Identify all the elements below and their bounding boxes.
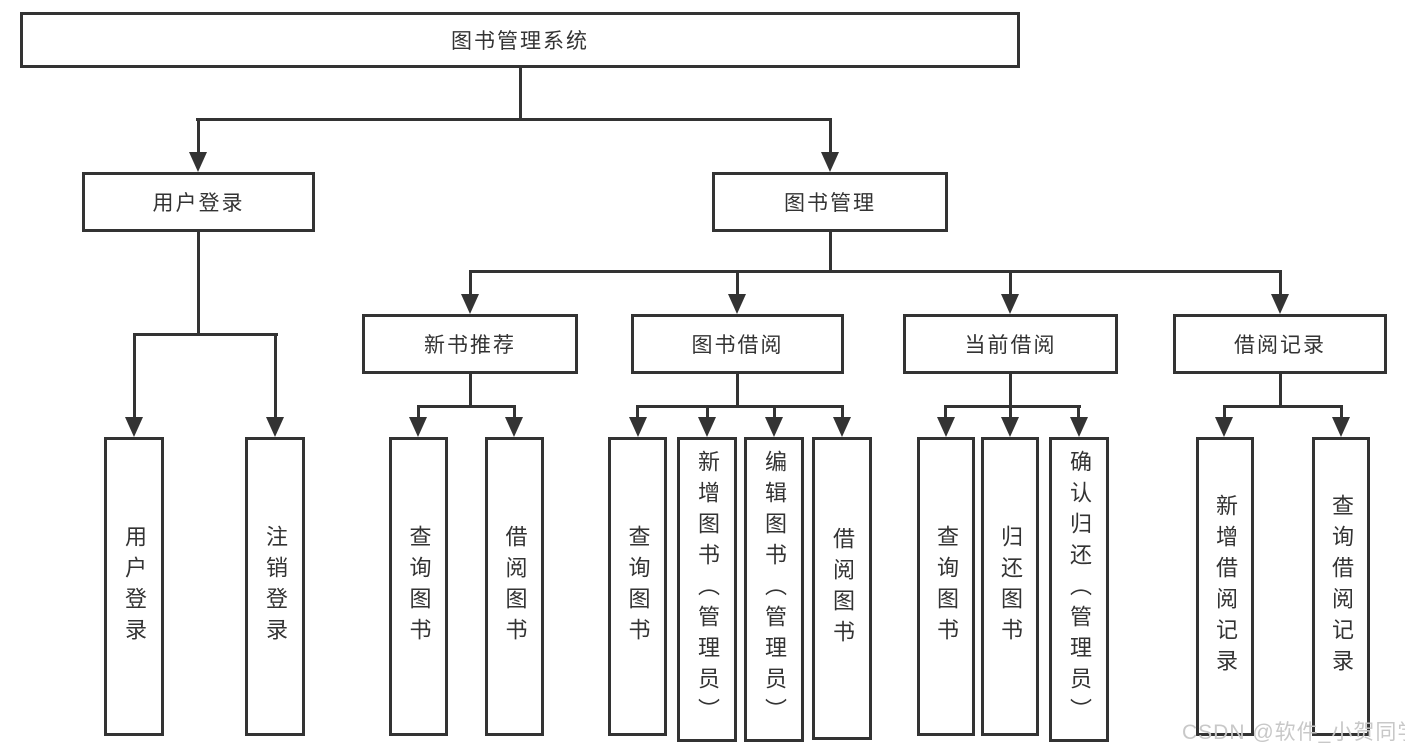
arrow-down-icon — [1001, 294, 1019, 314]
csdn-watermark: CSDN @软件_小贺同学 — [1182, 721, 1405, 744]
connector-line — [133, 333, 278, 336]
node-book-borrowing: 图书借阅 — [631, 314, 844, 374]
leaf-confirm-return-admin: 确认归还（管理员） — [1049, 437, 1109, 742]
connector-line — [197, 118, 200, 154]
leaf-add-books-admin: 新增图书（管理员） — [677, 437, 737, 742]
leaf-add-borrow-record: 新增借阅记录 — [1196, 437, 1254, 736]
connector-line — [736, 374, 739, 408]
connector-line — [706, 405, 709, 419]
connector-line — [1009, 405, 1012, 419]
connector-line — [829, 118, 832, 154]
arrow-down-icon — [1271, 294, 1289, 314]
arrow-down-icon — [505, 417, 523, 437]
arrow-down-icon — [821, 152, 839, 172]
connector-line — [773, 405, 776, 419]
leaf-user-login: 用户登录 — [104, 437, 164, 736]
arrow-down-icon — [1001, 417, 1019, 437]
arrow-down-icon — [409, 417, 427, 437]
connector-line — [736, 270, 739, 296]
connector-line — [133, 333, 136, 417]
leaf-query-borrow-record: 查询借阅记录 — [1312, 437, 1370, 736]
connector-line — [469, 270, 472, 296]
connector-line — [944, 405, 947, 419]
connector-line — [1340, 405, 1343, 419]
leaf-query-books: 查询图书 — [917, 437, 975, 736]
connector-line — [196, 118, 832, 121]
arrow-down-icon — [937, 417, 955, 437]
connector-line — [1279, 374, 1282, 408]
leaf-edit-books-admin: 编辑图书（管理员） — [744, 437, 804, 742]
connector-line — [513, 405, 516, 419]
arrow-down-icon — [698, 417, 716, 437]
connector-line — [197, 232, 200, 336]
connector-line — [417, 405, 420, 419]
node-library-management-system: 图书管理系统 — [20, 12, 1020, 68]
connector-line — [944, 405, 1081, 408]
node-borrowing-records: 借阅记录 — [1173, 314, 1387, 374]
leaf-borrow-books: 借阅图书 — [485, 437, 544, 736]
leaf-return-books: 归还图书 — [981, 437, 1039, 736]
arrow-down-icon — [833, 417, 851, 437]
leaf-query-books: 查询图书 — [608, 437, 667, 736]
connector-line — [1223, 405, 1226, 419]
connector-line — [636, 405, 844, 408]
leaf-borrow-books: 借阅图书 — [812, 437, 872, 740]
connector-line — [417, 405, 516, 408]
connector-line — [1279, 270, 1282, 296]
node-book-management: 图书管理 — [712, 172, 948, 232]
node-current-borrowing: 当前借阅 — [903, 314, 1118, 374]
arrow-down-icon — [765, 417, 783, 437]
node-user-login: 用户登录 — [82, 172, 315, 232]
arrow-down-icon — [461, 294, 479, 314]
arrow-down-icon — [728, 294, 746, 314]
connector-line — [636, 405, 639, 419]
arrow-down-icon — [189, 152, 207, 172]
connector-line — [1009, 270, 1012, 296]
arrow-down-icon — [1215, 417, 1233, 437]
connector-line — [469, 374, 472, 408]
connector-line — [1077, 405, 1080, 419]
connector-line — [469, 270, 1282, 273]
connector-line — [1223, 405, 1343, 408]
connector-line — [841, 405, 844, 419]
connector-line — [829, 232, 832, 273]
leaf-query-books: 查询图书 — [389, 437, 448, 736]
arrow-down-icon — [1070, 417, 1088, 437]
node-new-book-recommendation: 新书推荐 — [362, 314, 578, 374]
leaf-logout: 注销登录 — [245, 437, 305, 736]
connector-line — [519, 68, 522, 121]
arrow-down-icon — [266, 417, 284, 437]
connector-line — [274, 333, 277, 417]
connector-line — [1009, 374, 1012, 408]
arrow-down-icon — [629, 417, 647, 437]
arrow-down-icon — [1332, 417, 1350, 437]
arrow-down-icon — [125, 417, 143, 437]
